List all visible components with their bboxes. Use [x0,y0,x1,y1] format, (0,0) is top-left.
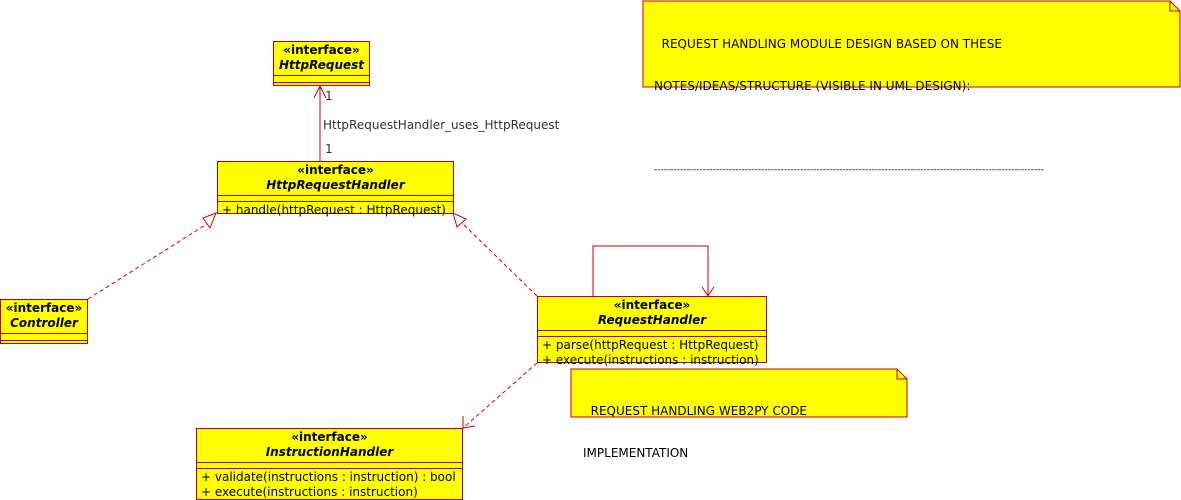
attributes-compartment [197,462,462,468]
request-handler-realization-arrowhead [452,212,467,228]
stereotype: «interface» [297,163,374,177]
operation-execute: + execute(instructions : instruction) [201,485,418,499]
class-name: InstructionHandler [265,445,394,459]
stereotype: «interface» [283,43,360,57]
association-multiplicity-top: 1 [325,89,333,103]
attributes-compartment [1,333,87,340]
request-handler-self-association[interactable] [592,245,709,296]
design-note-line-3: ----------------------------------------… [654,165,1044,175]
class-controller[interactable]: «interface» Controller [0,299,88,344]
operation-handle: + handle(httpRequest : HttpRequest) [222,203,446,217]
design-note-line-1: REQUEST HANDLING MODULE DESIGN BASED ON … [654,37,1002,51]
implementation-note-fold [896,369,907,380]
attributes-compartment [218,195,453,201]
request-handler-realization-line[interactable] [460,221,538,297]
class-http-request-handler[interactable]: «interface» HttpRequestHandler + handle(… [217,161,454,217]
stereotype: «interface» [613,298,691,312]
association-arrowhead [313,84,327,99]
class-header: «interface» Controller [1,300,87,331]
class-request-handler[interactable]: «interface» RequestHandler + parse(httpR… [537,296,767,367]
implementation-note-line-1: REQUEST HANDLING WEB2PY CODE [583,404,807,418]
operation-execute: + execute(instructions : instruction) [542,353,759,367]
operations-compartment: + handle(httpRequest : HttpRequest) [218,201,453,218]
attributes-compartment [274,75,369,82]
class-header: «interface» HttpRequestHandler [218,162,453,193]
association-multiplicity-bottom: 1 [325,142,333,156]
implementation-note-text: REQUEST HANDLING WEB2PY CODE IMPLEMENTAT… [583,376,807,474]
class-header: «interface» InstructionHandler [197,429,462,460]
implementation-note-shape [570,368,908,418]
class-header: «interface» RequestHandler [538,297,766,328]
design-note-text: REQUEST HANDLING MODULE DESIGN BASED ON … [654,9,1154,191]
stereotype: «interface» [291,430,368,444]
controller-realization-arrowhead [202,212,217,230]
controller-realization-line[interactable] [87,221,211,300]
class-http-request[interactable]: «interface» HttpRequest [273,41,370,86]
attributes-compartment [538,330,766,336]
design-note-fold [1169,1,1180,12]
operations-compartment [1,340,87,341]
class-instruction-handler[interactable]: «interface» InstructionHandler + validat… [196,428,463,500]
dependency-line[interactable] [462,362,538,429]
class-name: HttpRequestHandler [266,178,405,192]
stereotype: «interface» [5,301,83,315]
operations-compartment: + validate(instructions : instruction) :… [197,468,462,500]
class-name: Controller [10,316,78,330]
design-note-shape [642,0,1181,88]
operations-compartment [274,82,369,83]
operations-compartment: + parse(httpRequest : HttpRequest) + exe… [538,336,766,368]
class-name: RequestHandler [597,313,707,327]
operation-parse: + parse(httpRequest : HttpRequest) [542,338,759,352]
class-name: HttpRequest [278,58,365,72]
implementation-note-line-2: IMPLEMENTATION [583,446,689,460]
dependency-arrowhead [462,416,476,429]
association-name: HttpRequestHandler_uses_HttpRequest [323,118,560,132]
operation-validate: + validate(instructions : instruction) :… [201,470,456,484]
class-header: «interface» HttpRequest [274,42,369,73]
design-note-line-2: NOTES/IDEAS/STRUCTURE (VISIBLE IN UML DE… [654,79,971,93]
